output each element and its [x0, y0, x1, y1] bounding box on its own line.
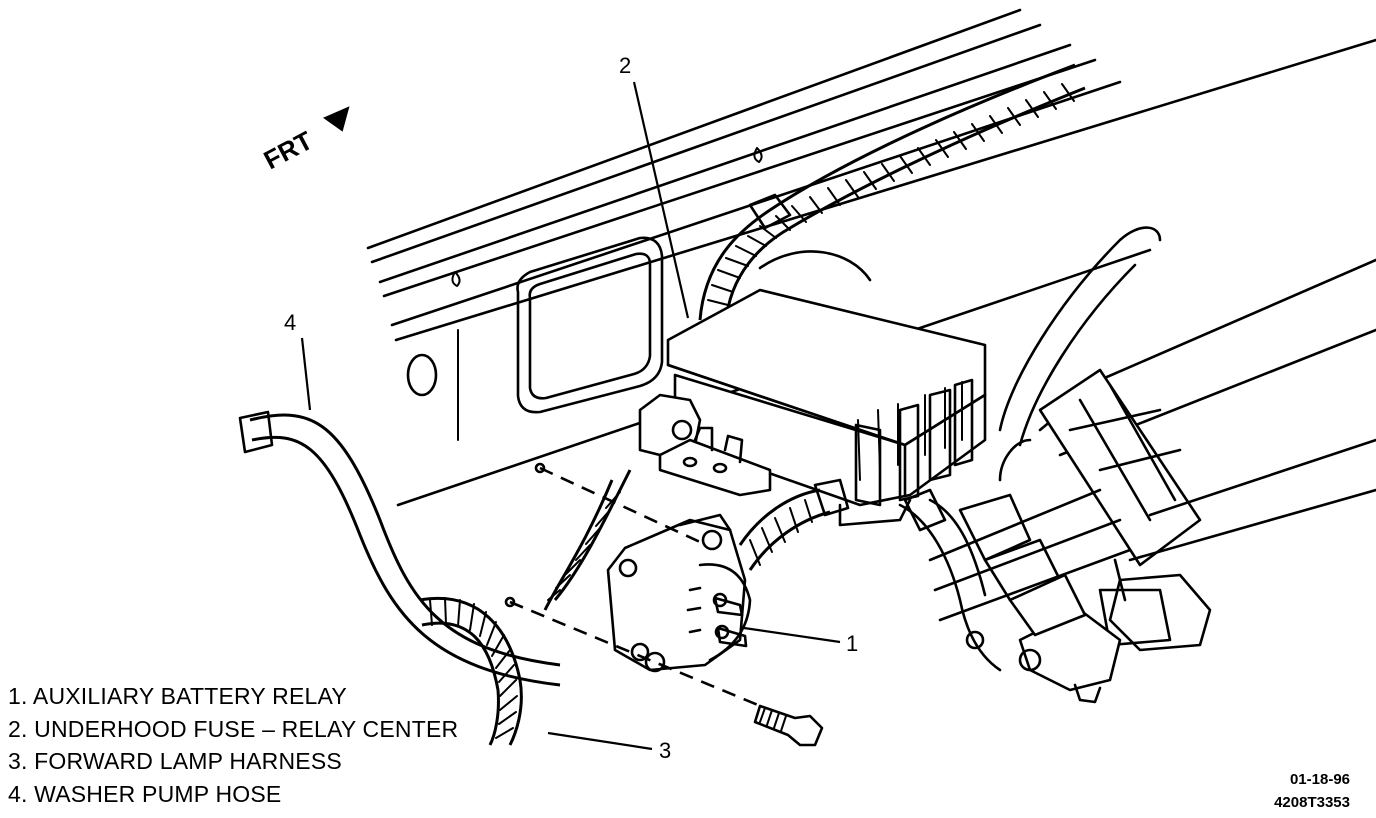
- panel-access-opening: [406, 236, 664, 414]
- callout-4: 4: [284, 310, 296, 335]
- front-direction-indicator: FRT: [259, 106, 350, 175]
- component-legend: 1. AUXILIARY BATTERY RELAY 2. UNDERHOOD …: [8, 680, 458, 810]
- legend-item-4: 4. WASHER PUMP HOSE: [8, 780, 282, 807]
- auxiliary-battery-relay: [606, 513, 752, 673]
- callout-leaders: [300, 81, 841, 751]
- figure-id: 4208T3353: [1274, 794, 1350, 811]
- figure-date: 01-18-96: [1289, 771, 1350, 788]
- mounting-hardware: [504, 462, 824, 747]
- legend-item-1: 1. AUXILIARY BATTERY RELAY: [8, 683, 347, 709]
- fuse-relay-center: [638, 288, 987, 527]
- right-side-components: [898, 226, 1376, 704]
- callout-1: 1: [846, 631, 858, 656]
- upper-wiring-harness: [698, 63, 1086, 323]
- forward-lamp-harness: [419, 469, 850, 746]
- callout-3: 3: [659, 738, 671, 763]
- washer-pump-hose: [238, 410, 561, 687]
- legend-item-3: 3. FORWARD LAMP HARNESS: [8, 748, 342, 774]
- legend-item-2: 2. UNDERHOOD FUSE – RELAY CENTER: [8, 715, 459, 742]
- callout-2: 2: [619, 53, 631, 78]
- direction-label: FRT: [259, 125, 318, 175]
- figure-codes: 01-18-96 4208T3353: [1274, 768, 1350, 814]
